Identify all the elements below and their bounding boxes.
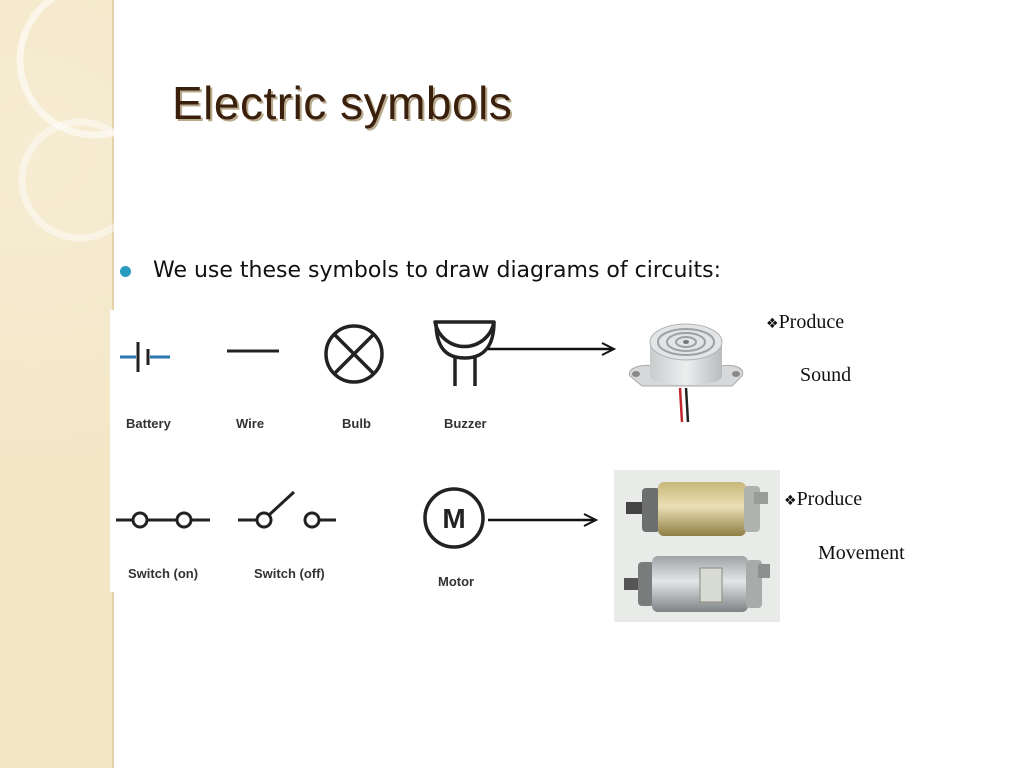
buzzer-symbol-icon <box>433 320 496 386</box>
motor-note-text: Produce <box>796 488 863 510</box>
buzzer-note-text: Produce <box>778 311 845 333</box>
slide-title: Electric symbols <box>172 77 513 129</box>
buzzer-photo <box>628 323 744 423</box>
motor-glyph: M <box>442 503 465 534</box>
battery-label: Battery <box>126 416 171 431</box>
switch-on-label: Switch (on) <box>128 566 199 581</box>
switch-on-symbol-icon <box>116 511 210 529</box>
motor-note-line2: Movement <box>818 542 905 564</box>
motor-label: Motor <box>438 574 475 589</box>
decorative-circles <box>16 0 114 242</box>
switch-off-symbol-icon <box>238 490 336 529</box>
bullet-text: We use these symbols to draw diagrams of… <box>153 258 722 283</box>
motors-illustration <box>624 482 770 612</box>
motor-arrow-icon <box>488 513 599 527</box>
diamond-bullet-icon: ❖ <box>766 316 779 332</box>
buzzer-note-line2: Sound <box>800 364 852 386</box>
diamond-bullet-icon: ❖ <box>784 493 797 509</box>
buzzer-note-line1: ❖Produce <box>766 311 844 334</box>
motor-photo <box>614 470 780 622</box>
motor-note-line1: ❖Produce <box>784 488 862 511</box>
buzzer-arrow-icon <box>488 342 617 356</box>
motor-symbol-icon: M <box>423 487 485 549</box>
wire-symbol-icon <box>227 349 279 353</box>
bulb-symbol-icon <box>324 324 384 384</box>
battery-symbol-icon <box>120 342 170 372</box>
bulb-label: Bulb <box>342 416 371 431</box>
wire-label: Wire <box>236 416 265 431</box>
buzzer-label: Buzzer <box>444 416 487 431</box>
bullet-dot-icon <box>120 266 131 277</box>
symbols-panel: Battery Wire Bulb Buzzer Switch (on) Swi… <box>110 310 510 592</box>
switch-off-label: Switch (off) <box>254 566 325 581</box>
